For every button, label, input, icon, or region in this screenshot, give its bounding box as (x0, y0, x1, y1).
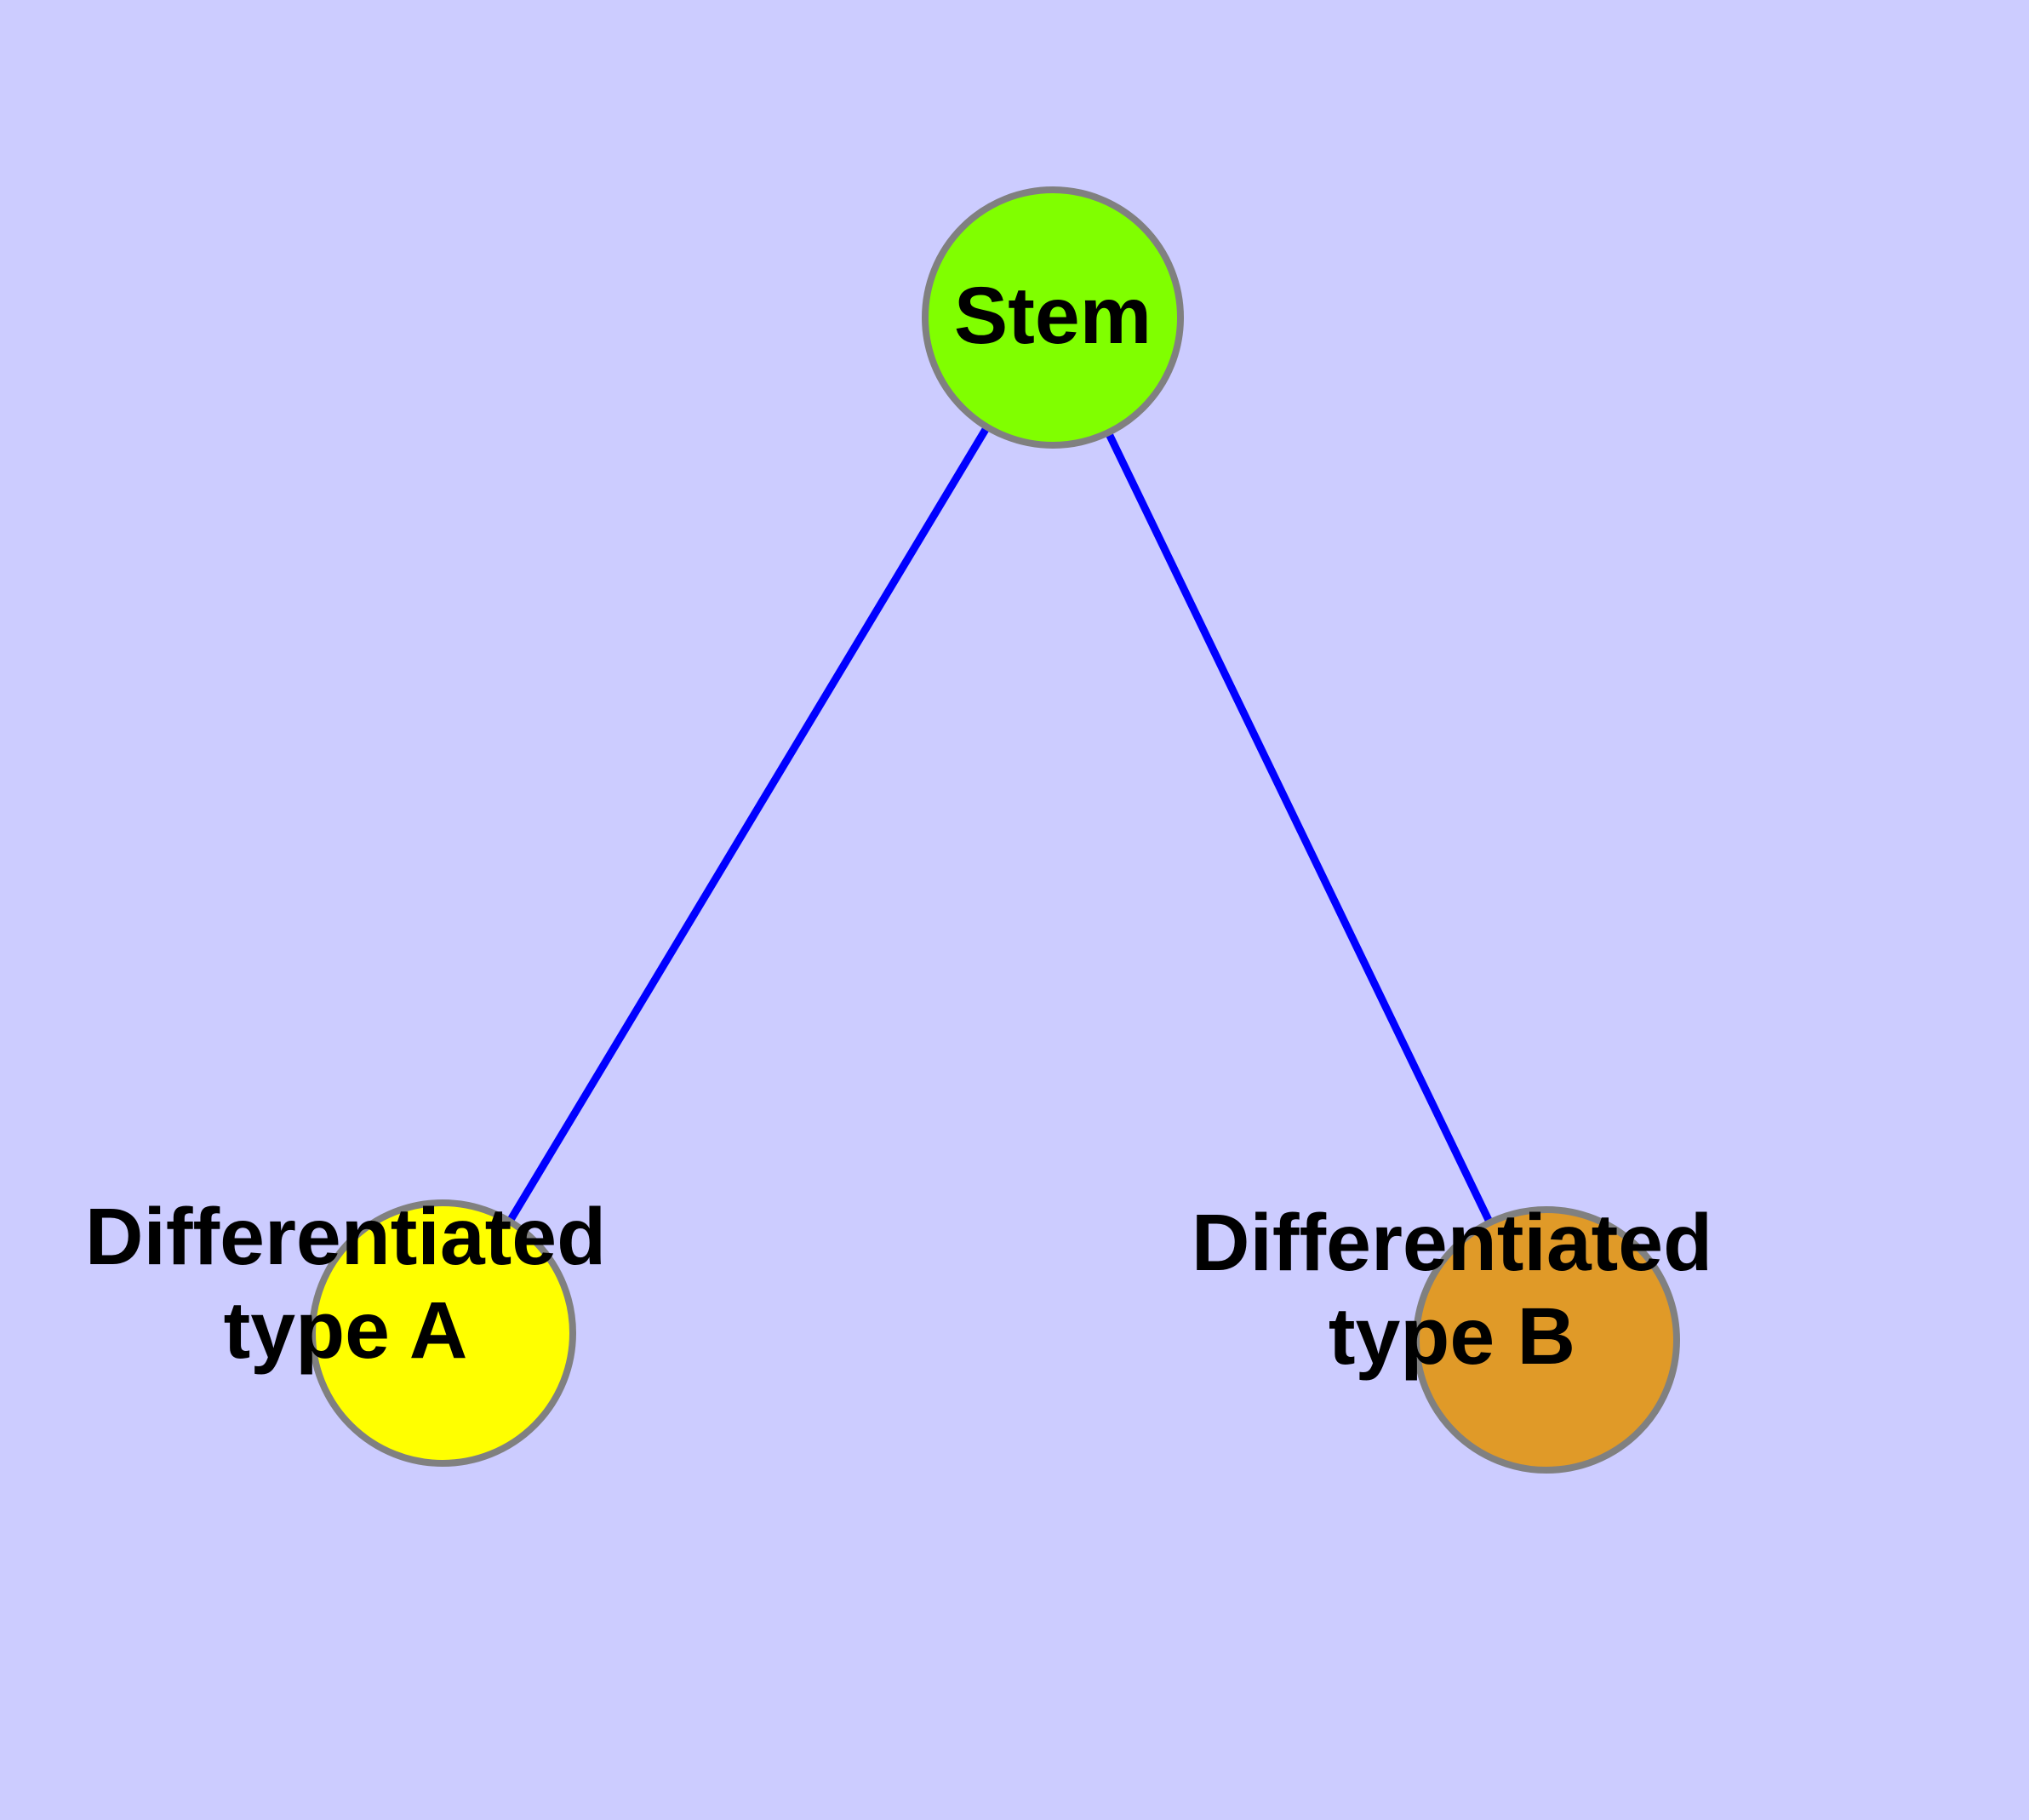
node-differentiated-type-a[interactable] (309, 1199, 576, 1467)
node-differentiated-type-b-circle[interactable] (1413, 1206, 1680, 1474)
label-line: Stem (954, 271, 1152, 361)
node-stem-circle[interactable] (922, 186, 1184, 449)
edge-stem-to-differentiated-type-a[interactable] (439, 315, 1056, 1336)
label-line: Differentiated (85, 1192, 606, 1282)
label-line: type A (224, 1285, 468, 1376)
node-stem-label: Stem (954, 271, 1152, 361)
label-line: type B (1329, 1291, 1575, 1382)
node-differentiated-type-b[interactable] (1413, 1206, 1680, 1474)
node-differentiated-type-a-circle[interactable] (309, 1199, 576, 1467)
label-line: Differentiated (1192, 1198, 1712, 1288)
edge-layer (439, 315, 1551, 1342)
node-layer (309, 186, 1680, 1474)
node-stem[interactable] (922, 186, 1184, 449)
edge-stem-to-differentiated-type-b[interactable] (1049, 316, 1551, 1342)
